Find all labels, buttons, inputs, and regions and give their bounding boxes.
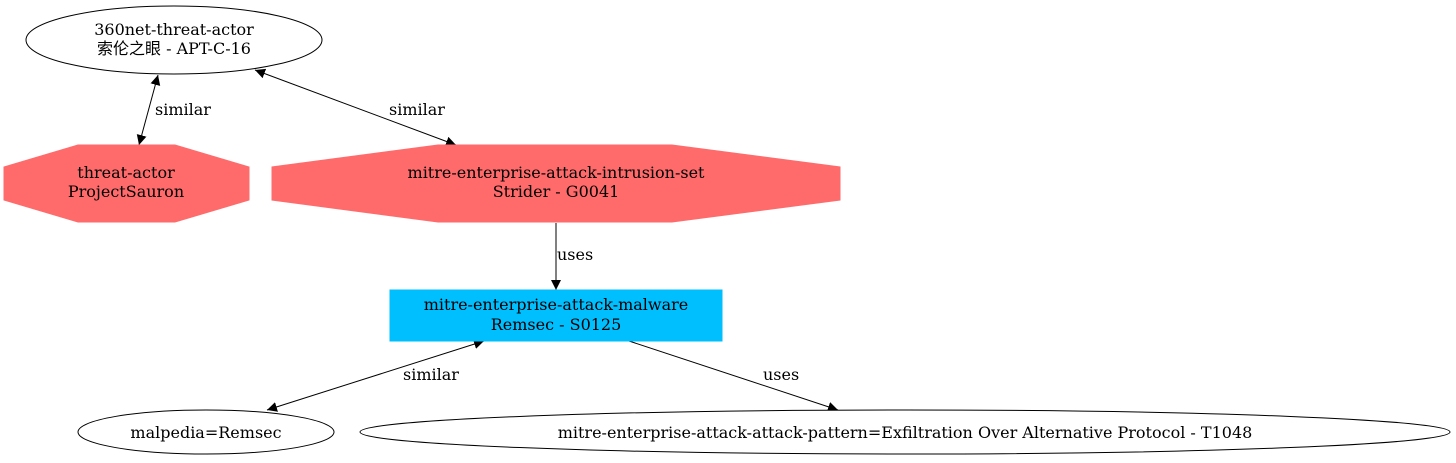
edge-apt-to-sauron: similar — [136, 74, 211, 146]
node-shape — [389, 289, 723, 342]
edge-line — [628, 340, 839, 412]
edge-line — [266, 339, 485, 412]
node-value-label: Remsec - S0125 — [491, 315, 622, 334]
edge-label: similar — [403, 365, 459, 384]
node-value-label: 索伦之眼 - APT-C-16 — [97, 39, 251, 58]
edge-label: similar — [389, 100, 445, 119]
node-label: mitre-enterprise-attack-attack-pattern=E… — [558, 423, 1253, 442]
node-shape — [271, 144, 841, 223]
node-project-sauron[interactable]: threat-actor ProjectSauron — [3, 144, 250, 223]
edge-apt-to-strider: similar — [254, 68, 457, 147]
node-remsec[interactable]: mitre-enterprise-attack-malware Remsec -… — [389, 289, 723, 342]
node-shape — [359, 409, 1451, 455]
edge-label: similar — [155, 100, 211, 119]
edge-strider-to-remsec: uses — [551, 223, 593, 290]
node-strider[interactable]: mitre-enterprise-attack-intrusion-set St… — [271, 144, 841, 223]
node-t1048[interactable]: mitre-enterprise-attack-attack-pattern=E… — [359, 409, 1451, 455]
edge-label: uses — [557, 245, 593, 264]
node-shape — [25, 5, 323, 75]
node-type-label: 360net-threat-actor — [94, 20, 254, 39]
edge-line — [254, 68, 457, 147]
node-type-label: mitre-enterprise-attack-intrusion-set — [408, 163, 706, 182]
node-type-label: threat-actor — [77, 163, 175, 182]
edge-remsec-to-t1048: uses — [628, 340, 839, 412]
node-value-label: Strider - G0041 — [493, 182, 620, 201]
node-type-label: mitre-enterprise-attack-malware — [424, 295, 689, 314]
node-value-label: ProjectSauron — [68, 182, 184, 201]
edge-label: uses — [763, 365, 799, 384]
node-malpedia[interactable]: malpedia=Remsec — [77, 409, 335, 455]
node-label: malpedia=Remsec — [130, 423, 281, 442]
node-apt-c-16[interactable]: 360net-threat-actor 索伦之眼 - APT-C-16 — [25, 5, 323, 75]
edge-line — [136, 74, 161, 146]
edge-remsec-to-malpedia: similar — [266, 339, 485, 412]
node-shape — [3, 144, 250, 223]
node-shape — [77, 409, 335, 455]
